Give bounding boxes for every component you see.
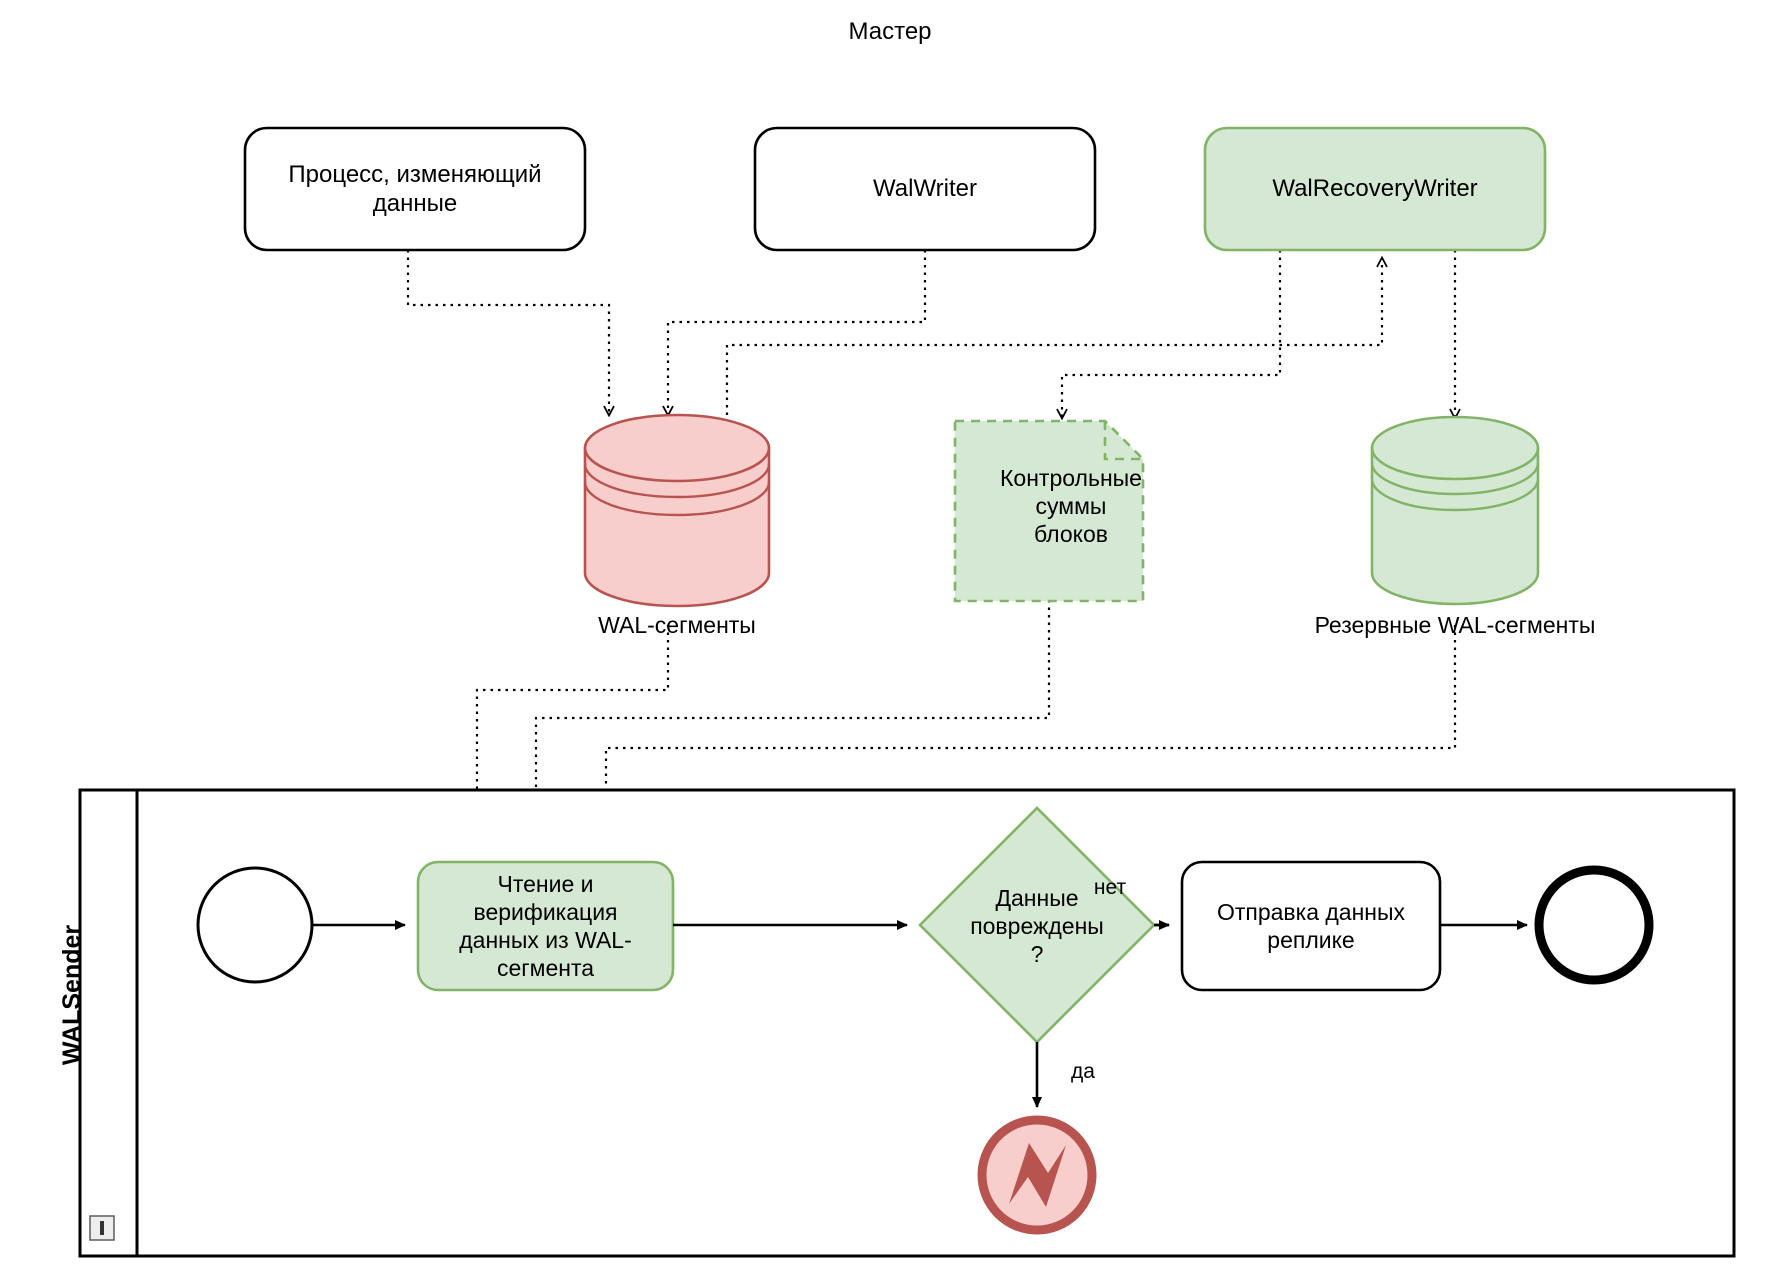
assoc-wal-to-walrecovery [725,258,1382,415]
error-end-event-shape [977,1115,1097,1235]
datastore-backup-wal-shape [1370,415,1540,606]
participant-box-walwriter [753,126,1097,252]
pool-boundary [78,788,1736,1258]
lightning-bolt-icon [1009,1143,1066,1207]
participant-box-walrecoverywriter [1203,126,1547,252]
end-event-shape [1534,865,1654,985]
task-send-data-shape [1180,860,1442,992]
start-event-shape [196,866,314,984]
assoc-backup-to-read [606,625,1457,856]
datastore-checksums-shape [953,419,1145,603]
datastore-wal-segments-shape [583,413,771,608]
assoc-walrecovery-to-checksums [1062,250,1282,418]
collapsed-pool-marker-icon [89,1215,115,1241]
task-read-verify-shape [416,860,675,992]
assoc-proc-to-wal [406,250,609,415]
pool-title-walsender: WALSender [57,924,86,1066]
assoc-walwriter-to-wal [668,250,927,415]
assoc-checksums-to-read [536,600,1051,856]
participant-box-process [243,126,587,252]
assoc-wal-to-read [477,625,670,856]
